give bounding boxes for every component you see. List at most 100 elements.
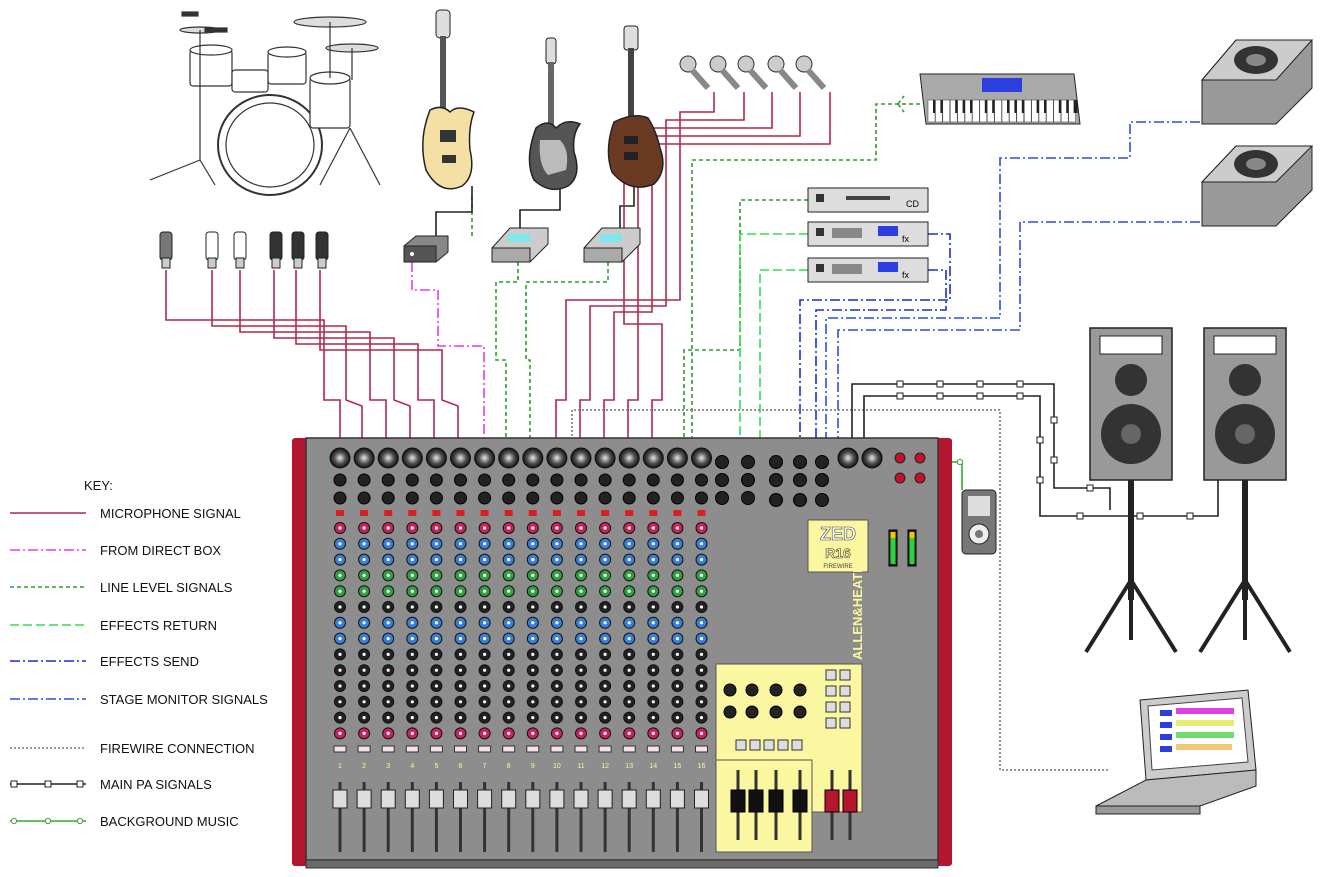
jack-socket[interactable] <box>742 456 755 469</box>
line-input[interactable] <box>551 474 563 486</box>
xlr-input[interactable] <box>595 448 615 468</box>
jack-socket[interactable] <box>770 494 783 507</box>
insert-jack[interactable] <box>647 492 659 504</box>
channel-fader[interactable] <box>381 790 395 808</box>
insert-jack[interactable] <box>479 492 491 504</box>
mute-button[interactable] <box>455 746 467 752</box>
knob[interactable] <box>724 684 736 696</box>
line-input[interactable] <box>575 474 587 486</box>
channel-fader[interactable] <box>454 790 468 808</box>
channel-fader[interactable] <box>502 790 516 808</box>
mute-button[interactable] <box>623 746 635 752</box>
mute-button[interactable] <box>671 746 683 752</box>
channel-fader[interactable] <box>695 790 709 808</box>
insert-jack[interactable] <box>599 492 611 504</box>
knob[interactable] <box>724 706 736 718</box>
line-input[interactable] <box>406 474 418 486</box>
insert-jack[interactable] <box>382 492 394 504</box>
xlr-input[interactable] <box>571 448 591 468</box>
knob[interactable] <box>770 684 782 696</box>
line-input[interactable] <box>527 474 539 486</box>
line-input[interactable] <box>382 474 394 486</box>
xlr-input[interactable] <box>667 448 687 468</box>
jack-socket[interactable] <box>794 494 807 507</box>
jack-socket[interactable] <box>770 474 783 487</box>
xlr-input[interactable] <box>475 448 495 468</box>
channel-fader[interactable] <box>405 790 419 808</box>
mute-button[interactable] <box>599 746 611 752</box>
insert-jack[interactable] <box>527 492 539 504</box>
xlr-input[interactable] <box>354 448 374 468</box>
insert-jack[interactable] <box>551 492 563 504</box>
line-input[interactable] <box>599 474 611 486</box>
knob[interactable] <box>770 706 782 718</box>
channel-fader[interactable] <box>646 790 660 808</box>
group-fader[interactable] <box>769 790 783 812</box>
xlr-input[interactable] <box>451 448 471 468</box>
transport-button[interactable] <box>750 740 760 750</box>
xlr-input[interactable] <box>378 448 398 468</box>
routing-button[interactable] <box>840 686 850 696</box>
knob[interactable] <box>794 684 806 696</box>
line-input[interactable] <box>358 474 370 486</box>
jack-socket[interactable] <box>794 474 807 487</box>
transport-button[interactable] <box>792 740 802 750</box>
xlr-input[interactable] <box>643 448 663 468</box>
jack-socket[interactable] <box>716 456 729 469</box>
transport-button[interactable] <box>764 740 774 750</box>
line-input[interactable] <box>671 474 683 486</box>
mute-button[interactable] <box>696 746 708 752</box>
xlr-input[interactable] <box>523 448 543 468</box>
rca-socket[interactable] <box>915 473 925 483</box>
xlr-input[interactable] <box>619 448 639 468</box>
routing-button[interactable] <box>840 702 850 712</box>
line-input[interactable] <box>623 474 635 486</box>
channel-fader[interactable] <box>670 790 684 808</box>
rca-socket[interactable] <box>895 453 905 463</box>
routing-button[interactable] <box>826 670 836 680</box>
channel-fader[interactable] <box>574 790 588 808</box>
channel-fader[interactable] <box>622 790 636 808</box>
insert-jack[interactable] <box>575 492 587 504</box>
jack-socket[interactable] <box>794 456 807 469</box>
insert-jack[interactable] <box>623 492 635 504</box>
jack-socket[interactable] <box>816 494 829 507</box>
jack-socket[interactable] <box>816 456 829 469</box>
mute-button[interactable] <box>479 746 491 752</box>
main-out-xlr[interactable] <box>862 448 882 468</box>
jack-socket[interactable] <box>742 492 755 505</box>
xlr-input[interactable] <box>547 448 567 468</box>
line-input[interactable] <box>647 474 659 486</box>
insert-jack[interactable] <box>358 492 370 504</box>
jack-socket[interactable] <box>716 492 729 505</box>
main-out-xlr[interactable] <box>838 448 858 468</box>
mute-button[interactable] <box>527 746 539 752</box>
jack-socket[interactable] <box>716 474 729 487</box>
xlr-input[interactable] <box>499 448 519 468</box>
mute-button[interactable] <box>358 746 370 752</box>
line-input[interactable] <box>503 474 515 486</box>
insert-jack[interactable] <box>406 492 418 504</box>
routing-button[interactable] <box>826 718 836 728</box>
insert-jack[interactable] <box>455 492 467 504</box>
xlr-input[interactable] <box>330 448 350 468</box>
mute-button[interactable] <box>406 746 418 752</box>
insert-jack[interactable] <box>671 492 683 504</box>
rca-socket[interactable] <box>915 453 925 463</box>
knob[interactable] <box>746 706 758 718</box>
knob[interactable] <box>794 706 806 718</box>
line-input[interactable] <box>334 474 346 486</box>
channel-fader[interactable] <box>598 790 612 808</box>
jack-socket[interactable] <box>816 474 829 487</box>
line-input[interactable] <box>455 474 467 486</box>
group-fader[interactable] <box>731 790 745 812</box>
knob[interactable] <box>746 684 758 696</box>
mute-button[interactable] <box>647 746 659 752</box>
insert-jack[interactable] <box>503 492 515 504</box>
mute-button[interactable] <box>334 746 346 752</box>
line-input[interactable] <box>479 474 491 486</box>
rca-socket[interactable] <box>895 473 905 483</box>
xlr-input[interactable] <box>426 448 446 468</box>
insert-jack[interactable] <box>430 492 442 504</box>
mute-button[interactable] <box>551 746 563 752</box>
